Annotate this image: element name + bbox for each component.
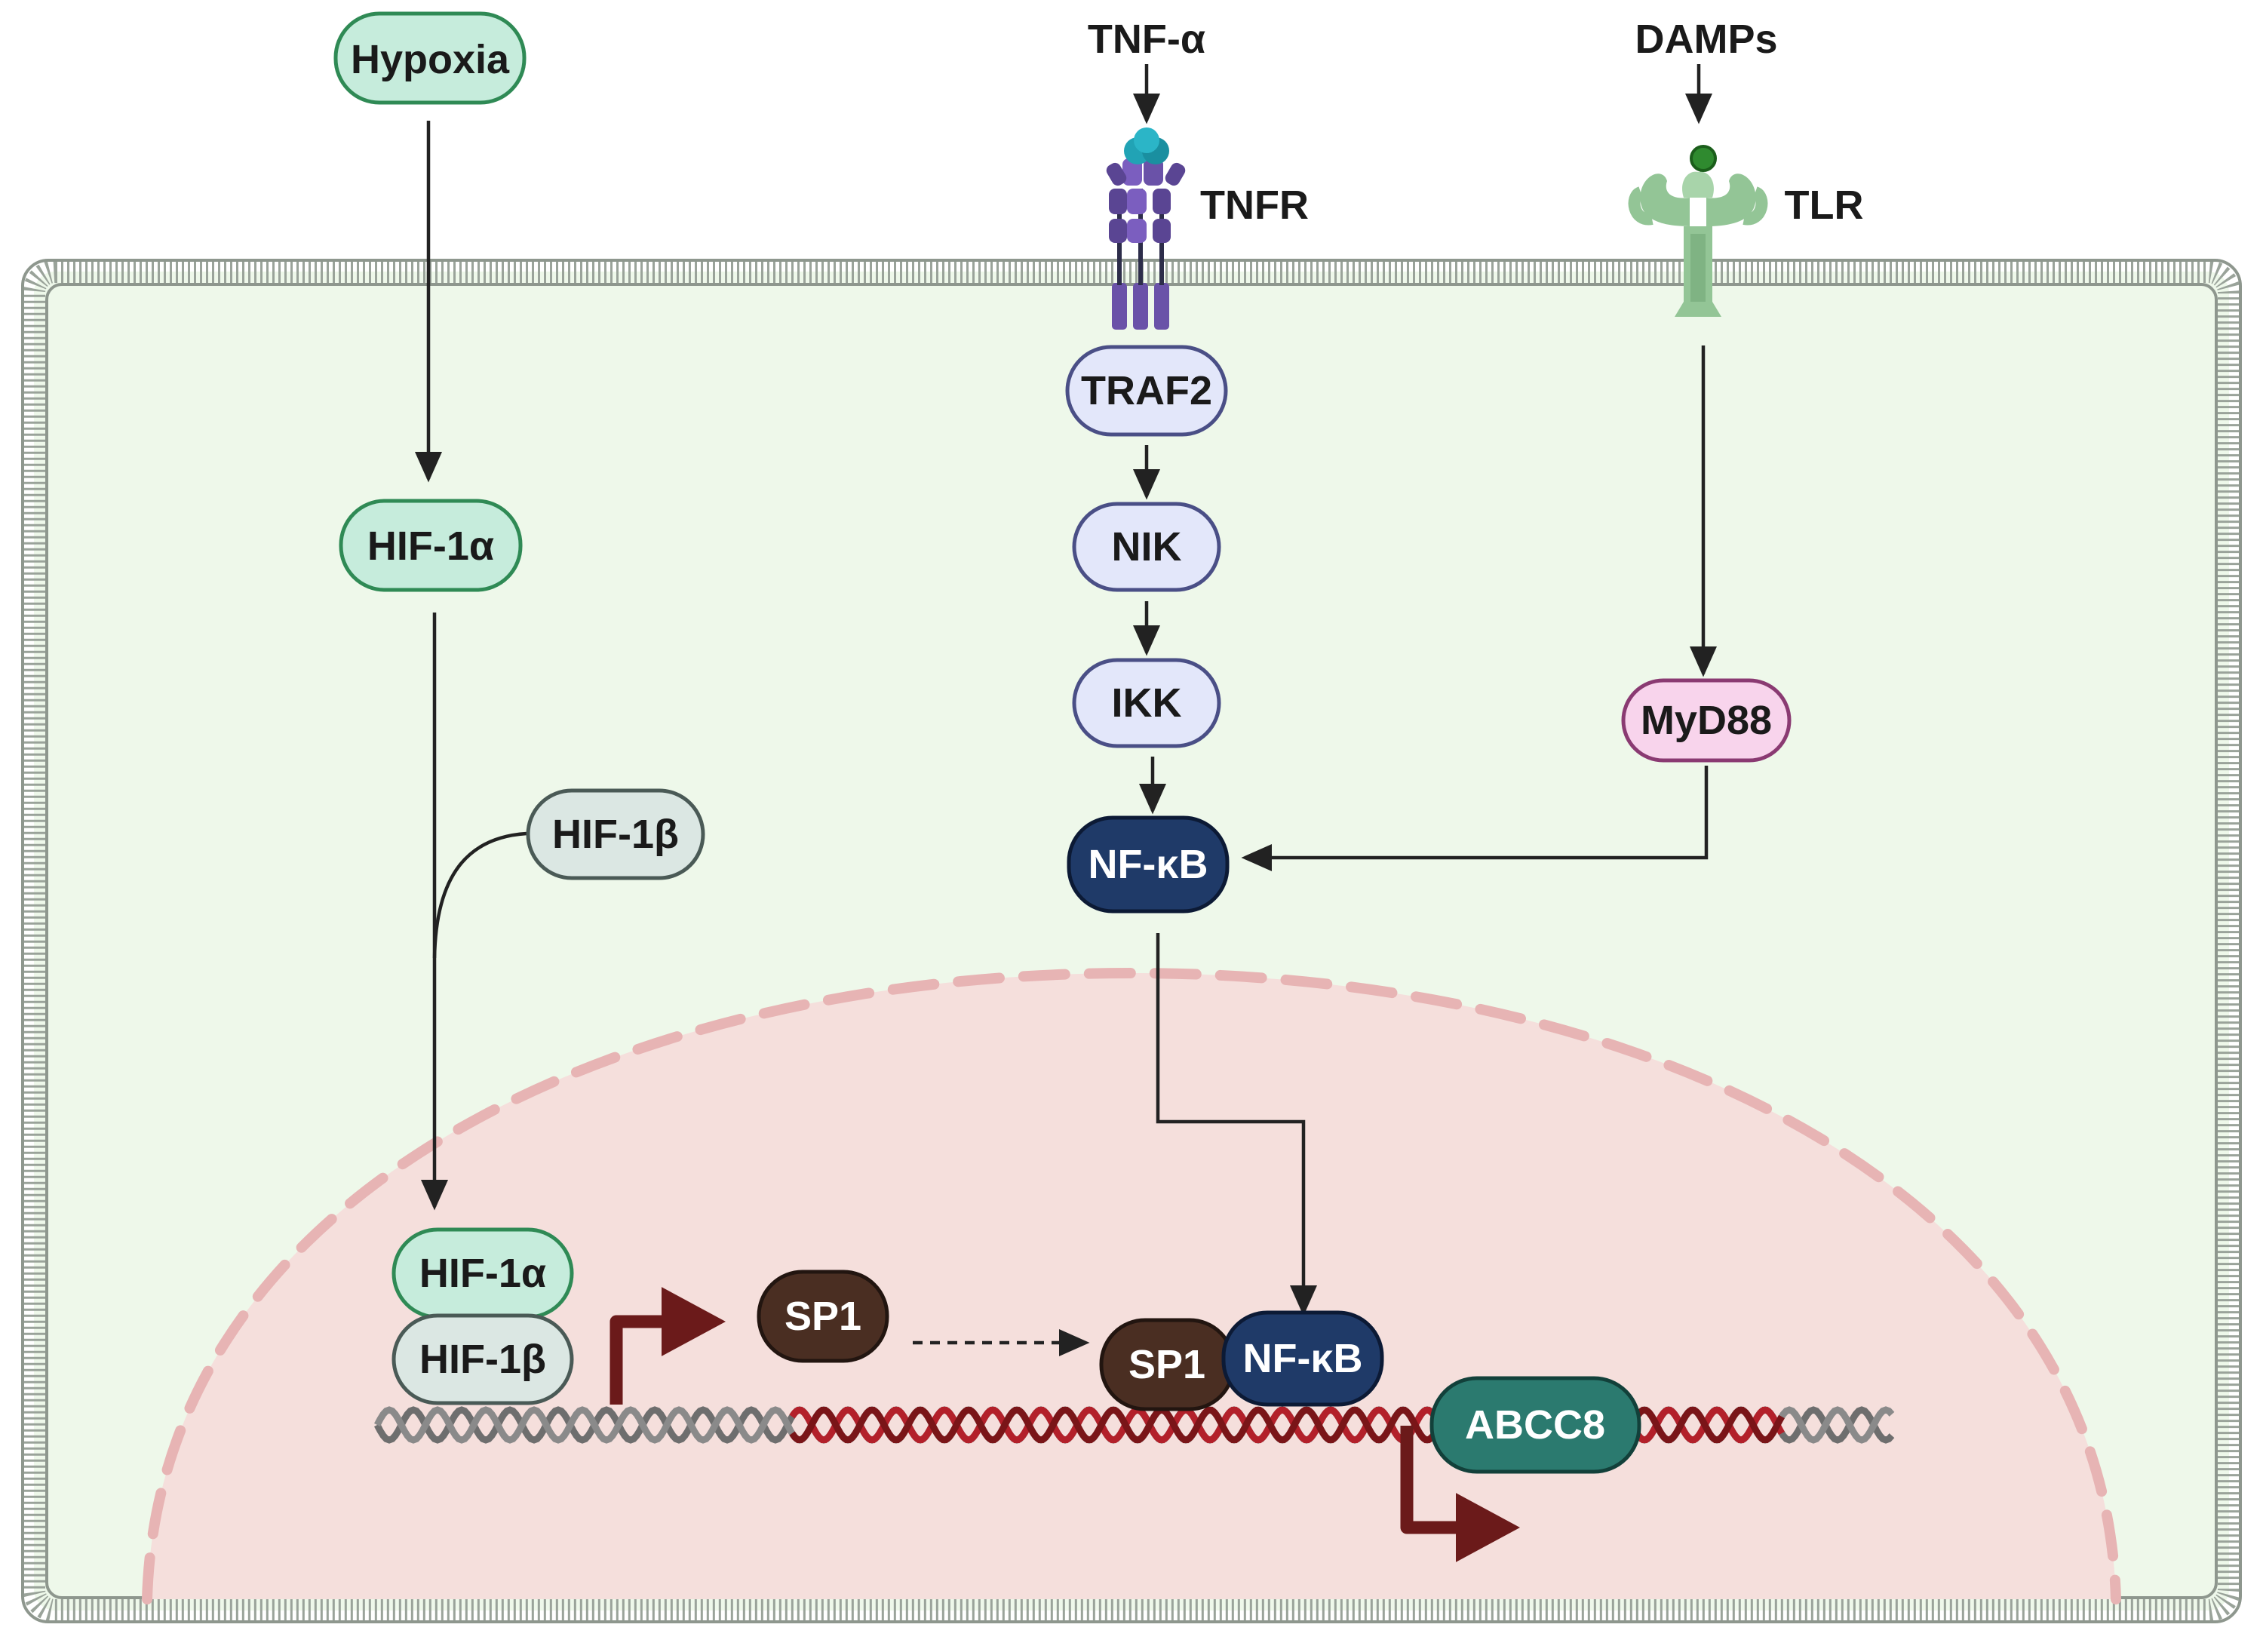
svg-text:MyD88: MyD88 — [1641, 698, 1772, 743]
svg-text:NF-κB: NF-κB — [1088, 842, 1208, 887]
svg-text:NIK: NIK — [1112, 524, 1182, 570]
hif1b-cyto-node: HIF-1β — [526, 788, 705, 880]
abcc8-transcription-arrow — [1400, 1426, 1520, 1562]
traf2-node: TRAF2 — [1065, 345, 1228, 437]
tlr-receptor-icon — [1628, 145, 1768, 317]
nfkb-nuc-node: NF-κB — [1221, 1310, 1384, 1407]
hif1b-nuc-node: HIF-1β — [391, 1313, 574, 1405]
abcc8-gene-node: ABCC8 — [1429, 1376, 1641, 1474]
nfkb-to-nucleus-arrow — [1156, 933, 1317, 1316]
myd88-to-nfkb-arrow — [1241, 766, 1709, 871]
tnfr-label: TNFR — [1200, 183, 1309, 228]
tnfr-receptor-icon — [1106, 127, 1186, 330]
svg-text:NF-κB: NF-κB — [1242, 1336, 1362, 1381]
sp1-free-node: SP1 — [757, 1270, 889, 1363]
tnf-alpha-label: TNF-α — [1088, 17, 1205, 62]
nuclear-envelope — [142, 967, 2121, 1604]
hif1a-cyto-node: HIF-1α — [339, 499, 523, 592]
svg-text:SP1: SP1 — [1128, 1342, 1205, 1387]
nik-node: NIK — [1072, 502, 1221, 592]
pathway-arrows — [415, 121, 1717, 1356]
svg-text:HIF-1β: HIF-1β — [419, 1337, 546, 1382]
hif1a-nuc-node: HIF-1α — [391, 1227, 574, 1319]
svg-text:Hypoxia: Hypoxia — [351, 37, 510, 82]
membrane-outer-line — [21, 259, 2242, 1623]
svg-text:ABCC8: ABCC8 — [1465, 1402, 1605, 1448]
hif-transcription-arrow — [610, 1287, 726, 1405]
sp1-bound-node: SP1 — [1099, 1318, 1236, 1411]
svg-text:IKK: IKK — [1112, 680, 1182, 726]
nfkb-cyto-node: NF-κB — [1067, 815, 1230, 914]
svg-text:HIF-1β: HIF-1β — [552, 812, 679, 857]
tlr-label: TLR — [1785, 183, 1864, 228]
svg-text:HIF-1α: HIF-1α — [367, 524, 494, 569]
svg-text:TRAF2: TRAF2 — [1081, 368, 1212, 413]
svg-text:HIF-1α: HIF-1α — [419, 1251, 546, 1296]
ikk-node: IKK — [1072, 658, 1221, 748]
hypoxia-node: Hypoxia — [333, 11, 527, 105]
myd88-node: MyD88 — [1621, 678, 1792, 763]
damps-label: DAMPs — [1635, 17, 1777, 62]
svg-text:SP1: SP1 — [785, 1294, 861, 1339]
hif1b-join-curve — [432, 831, 527, 959]
